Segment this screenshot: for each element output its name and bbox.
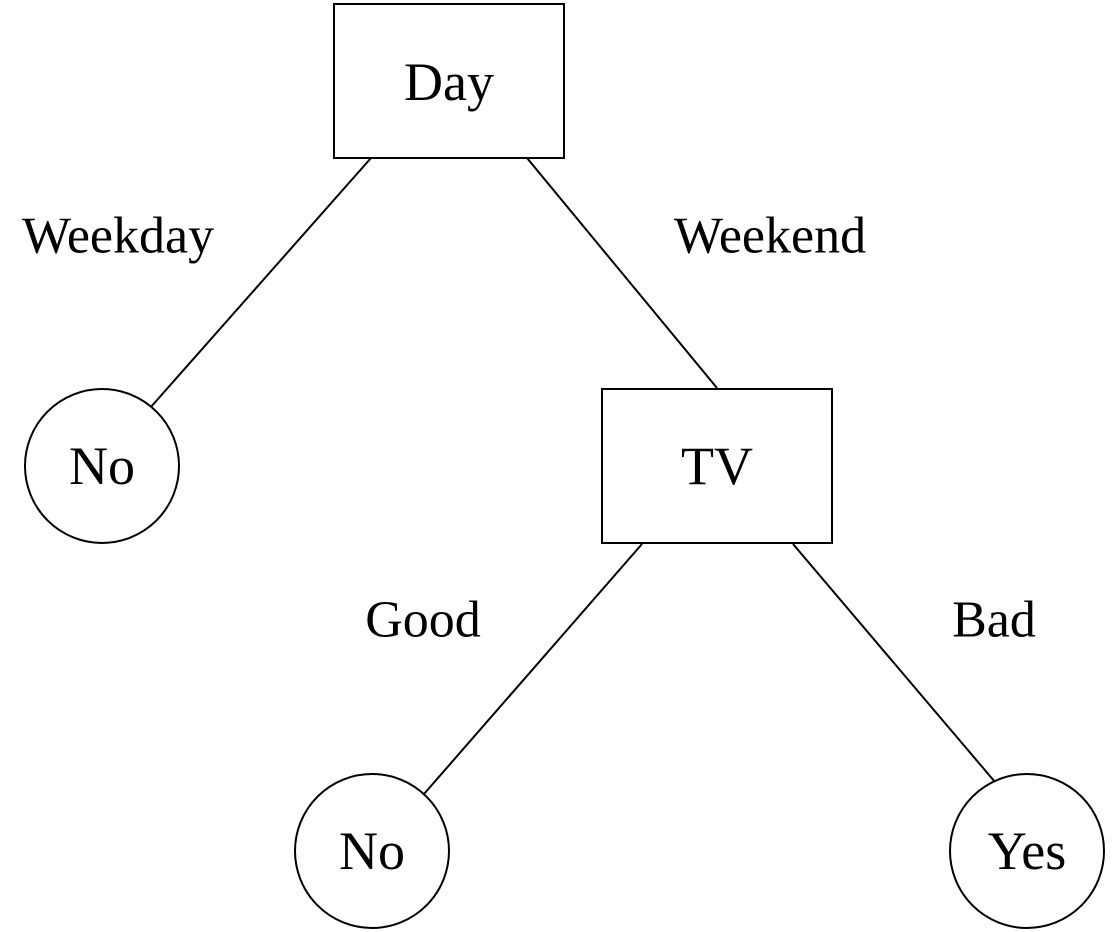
edge-label-weekend: Weekend <box>674 208 866 265</box>
edge-label-weekday: Weekday <box>22 208 214 265</box>
node-day: Day <box>333 3 565 159</box>
node-day-box <box>333 3 565 159</box>
node-tv-box <box>601 388 833 544</box>
edge-label-good: Good <box>365 592 481 649</box>
node-no-weekday: No <box>24 388 180 544</box>
node-yes-bad-label: Yes <box>988 821 1067 881</box>
node-day-label: Day <box>404 52 494 112</box>
node-no-good: No <box>294 773 450 929</box>
node-no-weekday-label: No <box>69 436 135 496</box>
node-no-good-circle <box>294 773 450 929</box>
node-no-good-label: No <box>339 821 405 881</box>
node-tv-label: TV <box>681 436 753 496</box>
node-tv: TV <box>601 388 833 544</box>
node-yes-bad: Yes <box>949 773 1105 929</box>
edge-tv-good <box>423 543 643 795</box>
edge-day-weekday <box>149 157 372 409</box>
edge-tv-bad <box>792 543 996 783</box>
edge-label-bad: Bad <box>952 592 1036 649</box>
node-no-weekday-circle <box>24 388 180 544</box>
node-yes-bad-circle <box>949 773 1105 929</box>
edge-day-weekend <box>526 157 718 389</box>
